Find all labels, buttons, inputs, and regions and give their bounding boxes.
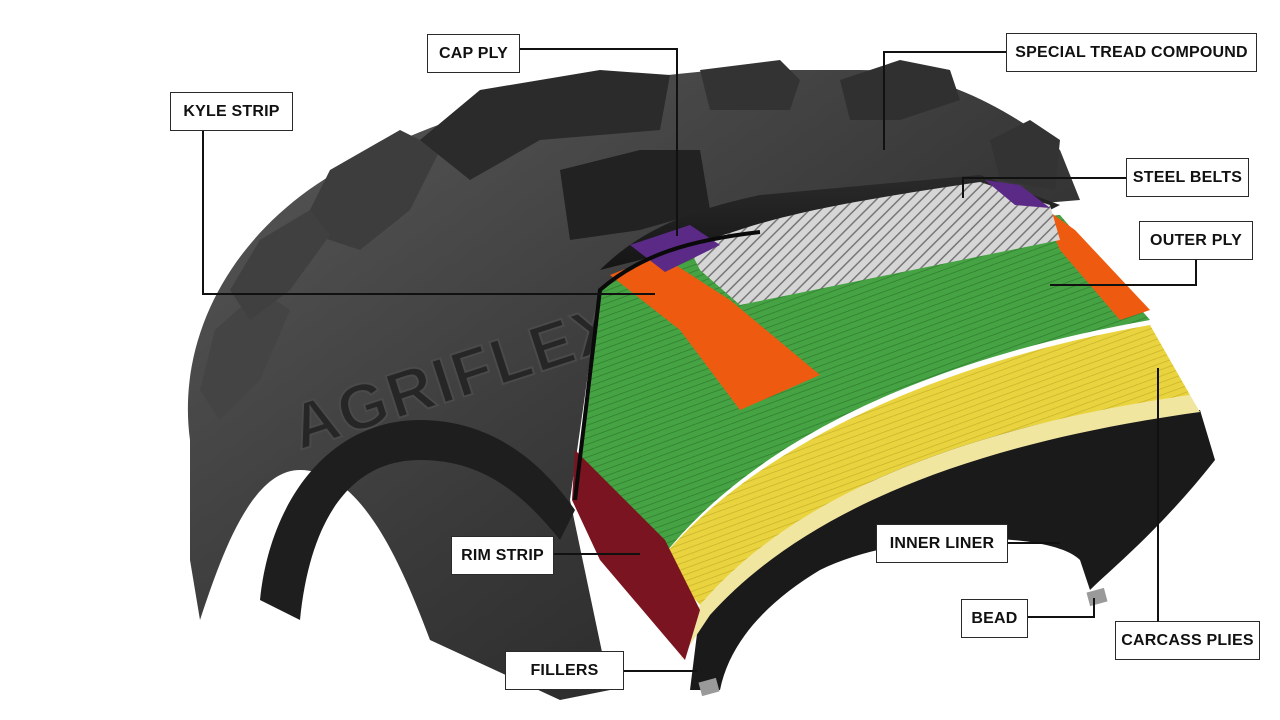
label-bead: BEAD <box>961 599 1028 638</box>
leader-special-tread-compound <box>883 51 1006 150</box>
label-carcass-plies: CARCASS PLIES <box>1115 621 1260 660</box>
tread-lug <box>560 150 710 240</box>
carcass-plies-layer <box>660 325 1190 605</box>
label-kyle-strip: KYLE STRIP <box>170 92 293 131</box>
leader-outer-ply <box>1050 260 1197 286</box>
tread-lug <box>420 70 670 180</box>
tread-lug <box>200 290 290 420</box>
bead-wire <box>1086 587 1108 607</box>
tire-sidewall <box>187 70 1081 700</box>
label-cap-ply: CAP PLY <box>427 34 520 73</box>
leader-lines <box>202 48 1197 672</box>
sidewall-arch <box>260 420 575 620</box>
bead-wire <box>698 677 720 697</box>
cap-ply-layer-right <box>985 180 1050 208</box>
cut-edge <box>573 230 761 501</box>
label-fillers: FILLERS <box>505 651 624 690</box>
label-special-tread-compound: SPECIAL TREAD COMPOUND <box>1006 33 1257 72</box>
leader-kyle-strip <box>202 131 655 295</box>
tread-lug <box>230 210 330 320</box>
tread-lug <box>300 130 440 250</box>
tread-lug <box>700 60 800 110</box>
tread-lug <box>990 120 1060 190</box>
kyle-strip-layer-right <box>1040 205 1150 320</box>
leader-bead <box>1027 598 1095 618</box>
tread-lug <box>840 60 960 120</box>
leader-steel-belts <box>962 177 1126 198</box>
steel-belts-layer <box>690 182 1060 305</box>
inner-liner-layer <box>690 410 1215 690</box>
label-outer-ply: OUTER PLY <box>1139 221 1253 260</box>
label-rim-strip: RIM STRIP <box>451 536 554 575</box>
kyle-strip-layer <box>610 255 820 410</box>
label-steel-belts: STEEL BELTS <box>1126 158 1249 197</box>
leader-cap-ply <box>519 48 678 236</box>
label-inner-liner: INNER LINER <box>876 524 1008 563</box>
